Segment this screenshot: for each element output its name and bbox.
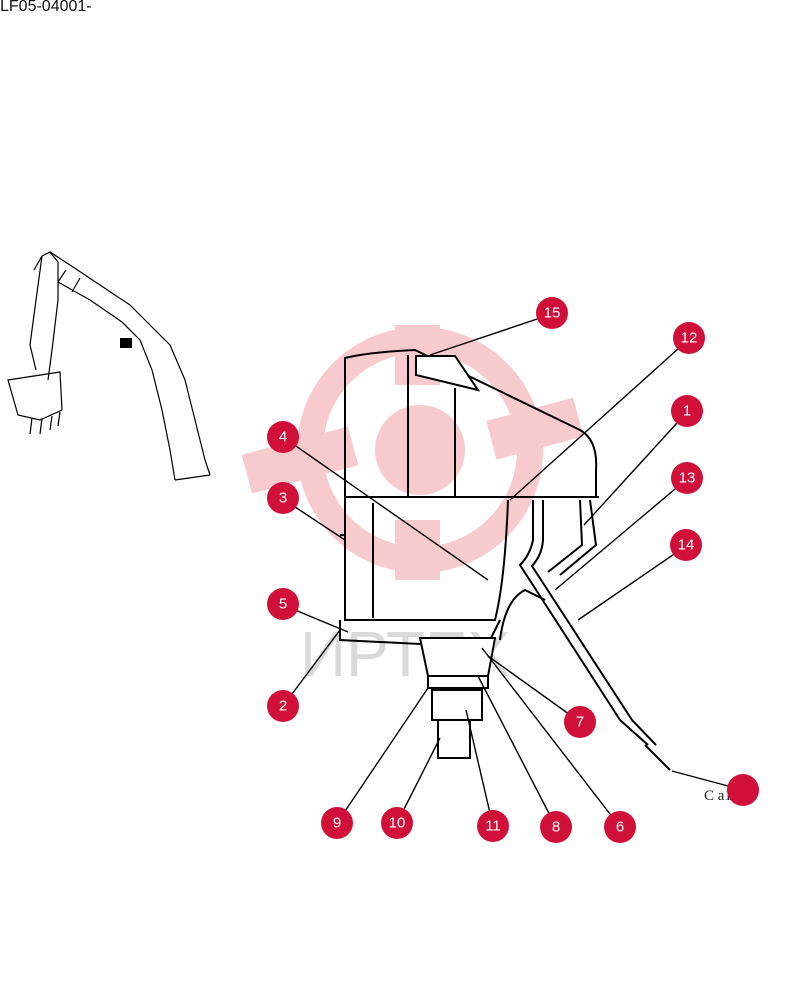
callout-label: 7 [576,714,584,731]
callout-label: 12 [681,330,698,347]
callout-15: 15 [536,297,568,329]
callout-label: 9 [333,815,341,832]
callout-7: 7 [564,706,596,738]
leader-lines [282,313,744,828]
callout-6: 6 [604,811,636,843]
callout-8: 8 [540,811,572,843]
document-code: LF05-04001- [0,0,92,15]
callout-13: 13 [671,462,703,494]
callout-3: 3 [267,482,299,514]
callout-12: 12 [673,322,705,354]
callout-4: 4 [267,421,299,453]
callout-label: 15 [544,305,561,322]
watermark-logo [241,325,584,580]
callout-label: 5 [279,596,287,613]
callout-11: 11 [477,810,509,842]
callout-14: 14 [670,529,702,561]
callout-label: 1 [683,403,691,420]
callout-1: 1 [671,395,703,427]
callout-label: 4 [279,429,287,446]
hydraulic-assembly [339,348,671,771]
excavator-thumbnail [7,251,211,481]
callout-2: 2 [267,690,299,722]
callout-label: 8 [552,819,560,836]
callout-label: 14 [678,537,695,554]
callout-reference-dot [727,774,759,806]
callout-label: 6 [616,819,624,836]
callout-label: 10 [389,815,406,832]
callout-label: 13 [679,470,696,487]
callout-label: 3 [279,490,287,507]
callout-label: 11 [485,818,501,835]
callout-10: 10 [381,807,413,839]
callout-label: 2 [279,698,287,715]
callout-9: 9 [321,807,353,839]
callout-5: 5 [267,588,299,620]
